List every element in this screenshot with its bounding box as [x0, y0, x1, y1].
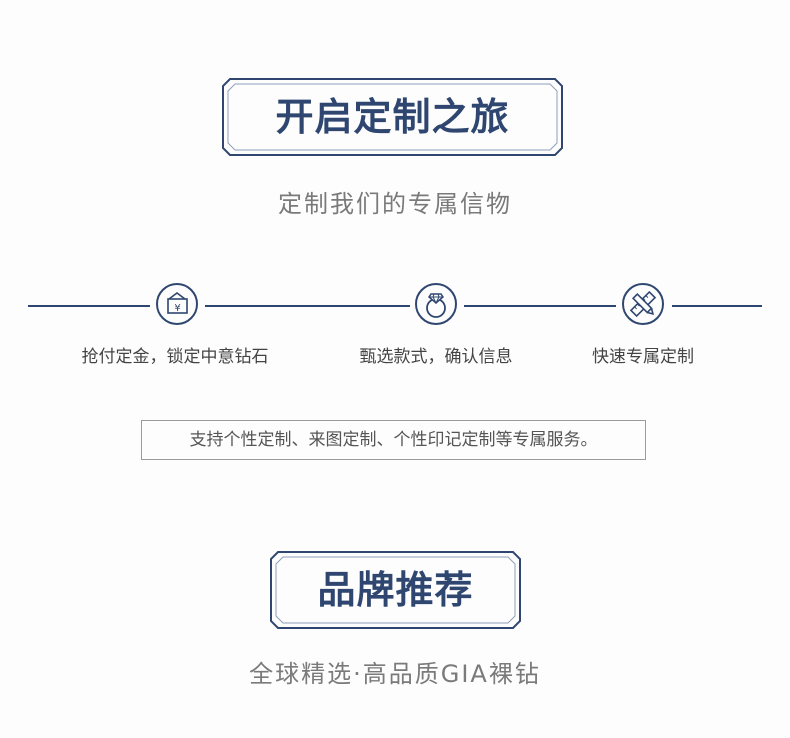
- ruler-pencil-icon: [629, 290, 657, 318]
- section-title: 开启定制之旅: [275, 95, 510, 139]
- step-circle-deposit: ¥: [156, 283, 198, 325]
- timeline-line: [205, 305, 410, 307]
- ornate-frame-border: [270, 551, 521, 629]
- step-circle-custom: [622, 283, 664, 325]
- diamond-ring-icon: [426, 293, 446, 318]
- step-label-custom: 快速专属定制: [592, 347, 694, 367]
- section-title-frame-customization: 开启定制之旅: [222, 78, 563, 156]
- timeline-line: [28, 305, 150, 307]
- section-subtitle: 定制我们的专属信物: [278, 190, 512, 218]
- service-note-box: 支持个性定制、来图定制、个性印记定制等专属服务。: [141, 420, 646, 460]
- step-circle-style: [415, 283, 457, 325]
- section-title-frame-brand: 品牌推荐: [270, 551, 521, 629]
- timeline-line: [672, 305, 762, 307]
- svg-text:¥: ¥: [174, 303, 180, 314]
- step-label-style: 甄选款式，确认信息: [359, 347, 513, 367]
- timeline-line: [464, 305, 616, 307]
- wallet-yen-icon: ¥: [167, 292, 188, 314]
- step-label-deposit: 抢付定金，锁定中意钻石: [81, 347, 269, 367]
- section-subtitle: 全球精选·高品质GIA裸钻: [249, 660, 541, 688]
- ornate-frame-border: [222, 78, 563, 156]
- section-title: 品牌推荐: [317, 568, 474, 612]
